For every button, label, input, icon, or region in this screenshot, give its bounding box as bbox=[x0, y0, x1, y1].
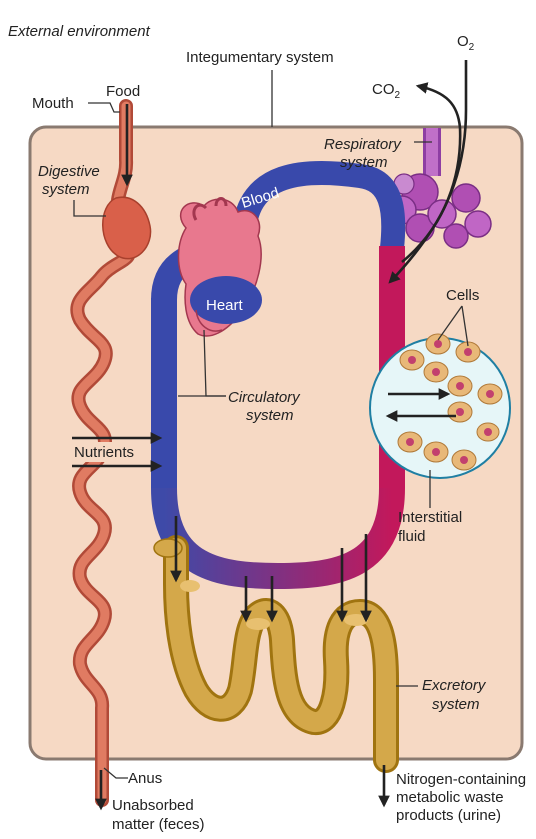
circulatory-label-line1: Circulatory bbox=[228, 389, 301, 406]
circulatory-label-line2: system bbox=[246, 407, 294, 424]
heart bbox=[179, 199, 263, 336]
interstitial-label-line1: Interstitial bbox=[398, 509, 462, 526]
food-label: Food bbox=[106, 83, 140, 100]
nutrients-label: Nutrients bbox=[74, 444, 134, 461]
respiratory-label-line2: system bbox=[340, 154, 388, 171]
excretory-label-line2: system bbox=[432, 696, 480, 713]
nitrogen-label-line1: Nitrogen-containing bbox=[396, 771, 526, 788]
digestive-label-line2: system bbox=[42, 181, 90, 198]
unabsorbed-label-line2: matter (feces) bbox=[112, 816, 205, 833]
unabsorbed-label-line1: Unabsorbed bbox=[112, 797, 194, 814]
heart-label: Heart bbox=[206, 297, 244, 314]
excretory-label-line1: Excretory bbox=[422, 677, 487, 694]
digestive-label-line1: Digestive bbox=[38, 163, 100, 180]
respiratory-label-line1: Respiratory bbox=[324, 136, 402, 153]
nitrogen-label-line2: metabolic waste bbox=[396, 789, 504, 806]
cells-label: Cells bbox=[446, 287, 479, 304]
mouth-label: Mouth bbox=[32, 95, 74, 112]
o2-label: O2 bbox=[457, 33, 475, 53]
integumentary-system-label: Integumentary system bbox=[186, 49, 334, 66]
anus-label: Anus bbox=[128, 770, 162, 787]
mouth-leader bbox=[88, 103, 120, 112]
nitrogen-label-line3: products (urine) bbox=[396, 807, 501, 824]
external-environment-label: External environment bbox=[8, 23, 151, 40]
co2-label: CO2 bbox=[372, 81, 401, 101]
interstitial-label-line2: fluid bbox=[398, 528, 426, 545]
